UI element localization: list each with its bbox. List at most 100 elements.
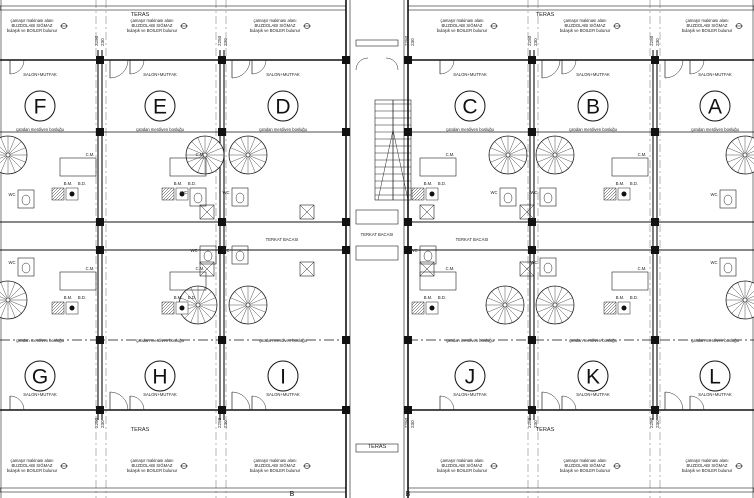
spiral-stair-tread — [190, 306, 198, 323]
shower-tray — [199, 261, 215, 277]
spiral-stair-tread — [746, 290, 754, 299]
terrace-label-bottom-right: TERAS — [536, 427, 555, 433]
spiral-stair-tread — [745, 156, 753, 173]
kitchen-note-3: bulaşık ve BOILER bulunur — [127, 468, 178, 473]
door-swing — [9, 395, 25, 411]
unit-circle — [267, 90, 299, 122]
bd-label: B.D. — [630, 181, 638, 186]
unit-letter: A — [708, 96, 722, 119]
unit-circle — [24, 360, 56, 392]
salon-label: SALON+MUTFAK — [453, 72, 487, 77]
spiral-stair-tread — [494, 141, 507, 154]
spiral-stair-tread — [230, 155, 247, 163]
door-swing — [129, 395, 145, 411]
kitchen-counter — [169, 271, 207, 291]
bm-label: B.M. — [616, 181, 625, 186]
kitchen-note-1: çamaşır makinası alanı — [10, 458, 53, 463]
spiral-stair-tread — [497, 287, 505, 304]
appliance-hatch — [51, 187, 65, 201]
spiral-stair-tread — [0, 137, 8, 154]
spiral-stair-tread — [556, 141, 569, 154]
salon-label: SALON+MUTFAK — [266, 72, 300, 77]
column — [528, 218, 536, 226]
spiral-stair-tread — [547, 137, 555, 154]
shower-cross — [519, 261, 535, 277]
wc-label: WC — [491, 190, 498, 195]
spiral-stair-tread — [0, 155, 7, 159]
bd-label: B.D. — [188, 295, 196, 300]
door-swings — [9, 59, 705, 411]
cm-label: C.M. — [638, 152, 647, 157]
spiral-stair-tread — [249, 147, 266, 155]
salon-label: SALON+MUTFAK — [143, 72, 177, 77]
kitchen-note-1: çamaşır makinası alanı — [253, 458, 296, 463]
wc-cubicle — [499, 187, 517, 207]
dimension-text: 230 — [533, 420, 538, 428]
spiral-stair-core — [552, 302, 558, 308]
column — [528, 128, 536, 136]
spiral-stair-tread — [494, 156, 507, 169]
kitchen-note-2: BUZDOLABI SIĞMAZ — [687, 463, 728, 468]
spiral-stair-tread — [556, 291, 569, 304]
shower-cross — [419, 261, 435, 277]
room-note: çatıdan merdiven bosluğu — [259, 338, 308, 343]
appliance-dot — [179, 305, 185, 311]
cm-label: C.M. — [446, 266, 455, 271]
appliance-dot — [179, 191, 185, 197]
spiral-stair-tread — [509, 141, 522, 154]
unit-letter: H — [152, 366, 167, 389]
kitchen-note-2: BUZDOLABI SIĞMAZ — [565, 23, 606, 28]
room-note: çatıdan merdiven bosluğu — [16, 338, 65, 343]
spiral-stair-tread — [497, 306, 505, 323]
spiral-stair-tread — [487, 297, 504, 305]
spiral-stair-tread — [508, 156, 516, 173]
kitchen-fixtures: C.M.B.M.B.D.C.M.B.M.B.D.C.M.B.M.B.D.C.M.… — [9, 152, 737, 315]
spiral-stair-tread — [206, 155, 223, 163]
bd-label: B.D. — [438, 181, 446, 186]
shower-tray — [419, 261, 435, 277]
door-swing — [541, 59, 561, 79]
spiral-stair-tread — [198, 306, 206, 323]
spiral-stair-tread — [184, 291, 197, 304]
spiral-stair-tread — [9, 141, 22, 154]
wc-toilet — [503, 192, 513, 204]
kitchen-note-2: BUZDOLABI SIĞMAZ — [442, 23, 483, 28]
dimension-text: 2250 — [649, 35, 654, 46]
spiral-stair-tread — [248, 137, 256, 154]
salon-label: SALON+MUTFAK — [698, 392, 732, 397]
spiral-stair-tread — [0, 146, 7, 154]
spiral-stair-tread — [0, 156, 8, 173]
spiral-stair-tread — [199, 305, 216, 313]
kitchen-note-3: bulaşık ve BOILER bulunur — [7, 468, 58, 473]
appliance-hatch — [603, 301, 617, 315]
spiral-stair-tread — [746, 151, 754, 155]
kitchen-counter — [611, 157, 649, 177]
spiral-stair-core — [5, 152, 11, 158]
appliance-dot — [69, 191, 75, 197]
unit-circle — [699, 360, 731, 392]
unit-circle — [144, 90, 176, 122]
appliance-dot — [69, 305, 75, 311]
salon-label: SALON+MUTFAK — [266, 392, 300, 397]
spiral-stair-tread — [9, 155, 26, 163]
spiral-stair-tread — [248, 287, 256, 304]
kitchen-note-1: çamaşır makinası alanı — [685, 18, 728, 23]
unit-letter: C — [462, 96, 477, 119]
column — [404, 56, 412, 64]
spiral-stair-tread — [506, 306, 519, 319]
column — [342, 246, 350, 254]
room-note: çatıdan merdiven bosluğu — [446, 127, 495, 132]
kitchen-note-1: çamaşır makinası alanı — [440, 458, 483, 463]
kitchen-note-2: BUZDOLABI SIĞMAZ — [132, 463, 173, 468]
column — [651, 128, 659, 136]
door-swing — [109, 59, 129, 79]
salon-label: SALON+MUTFAK — [453, 392, 487, 397]
spiral-stair-tread — [0, 151, 7, 155]
spiral-stair-tread — [745, 282, 753, 299]
